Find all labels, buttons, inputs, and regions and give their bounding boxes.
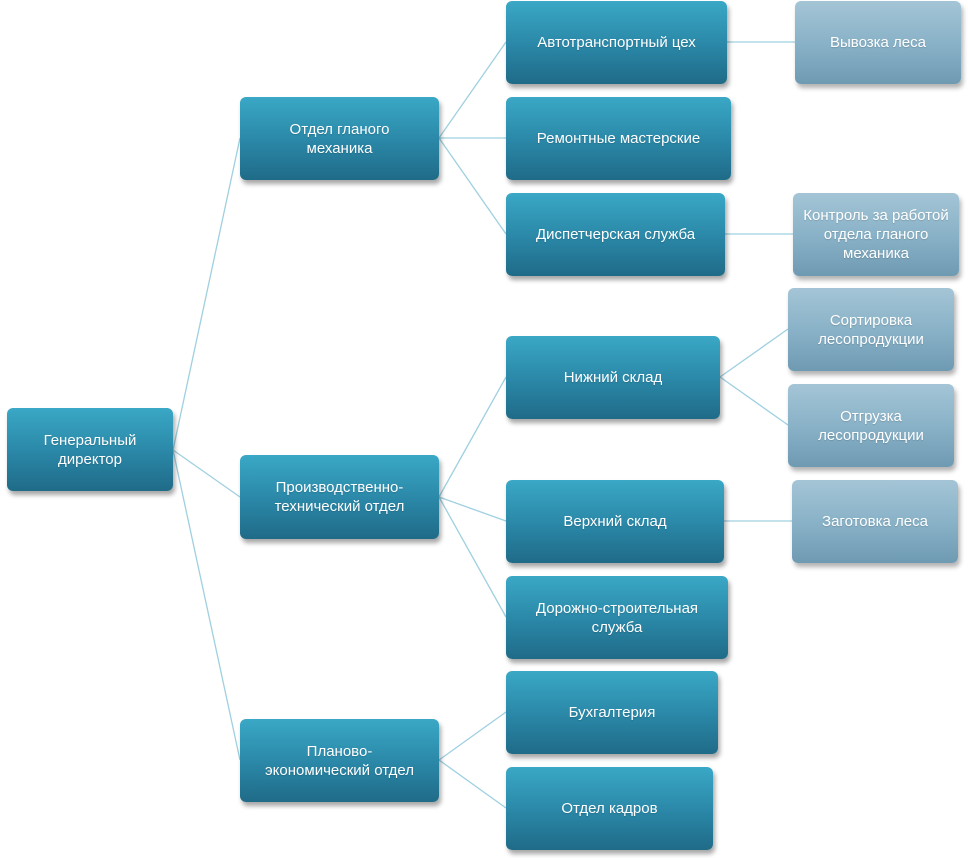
node-repair-workshops: Ремонтные мастерские [506,97,731,180]
node-lower-warehouse: Нижний склад [506,336,720,419]
connector-line [438,759,507,809]
connector-line [438,376,507,498]
node-label: Отдел гланого механика [289,120,390,157]
connector-line [172,137,241,451]
node-label: Ремонтные мастерские [536,130,701,147]
node-label: Верхний склад [563,513,667,530]
node-hr-department: Отдел кадров [506,767,713,850]
node-timber-hauling: Вывозка леса [795,1,961,84]
node-road-construction-service: Дорожно-строительная служба [506,576,728,659]
node-label: Автотранспортный цех [537,34,696,51]
node-planning-economic-dept: Планово-экономический отдел [240,719,439,802]
node-label: Контроль за работой отдела гланого механ… [803,207,949,262]
connector-line [438,137,507,235]
node-timber-harvesting: Заготовка леса [792,480,958,563]
node-label: Производственно-технический отдел [274,479,405,515]
node-label: Планово-экономический отдел [265,742,414,779]
node-label: Дорожно-строительная служба [535,599,699,636]
node-dispatch-service: Диспетчерская служба [506,193,725,276]
node-label: Диспетчерская служба [535,226,696,243]
node-chief-mechanic-dept: Отдел гланого механика [240,97,439,180]
node-general-director: Генеральный директор [7,408,173,491]
node-label: Вывозка леса [830,34,926,51]
node-label: Отгрузка лесопродукции [818,407,924,444]
connector-line [172,449,241,498]
node-control-chief-mechanic: Контроль за работой отдела гланого механ… [793,193,959,276]
node-label: Бухгалтерия [568,704,656,721]
node-label: Генеральный директор [43,431,137,468]
node-accounting: Бухгалтерия [506,671,718,754]
node-label: Сортировка лесопродукции [818,311,924,348]
node-timber-sorting: Сортировка лесопродукции [788,288,954,371]
connector-line [719,376,789,426]
node-label: Отдел кадров [561,800,658,817]
node-upper-warehouse: Верхний склад [506,480,724,563]
connector-line [719,328,789,378]
node-label: Заготовка леса [822,513,928,530]
node-timber-shipping: Отгрузка лесопродукции [788,384,954,467]
connector-line [438,41,507,139]
connector-line [438,711,507,761]
connector-line [438,496,507,618]
connector-line [172,449,241,761]
node-motor-transport-shop: Автотранспортный цех [506,1,727,84]
connector-line [438,496,507,522]
node-label: Нижний склад [563,369,663,386]
node-production-technical-dept: Производственно-технический отдел [240,455,439,539]
